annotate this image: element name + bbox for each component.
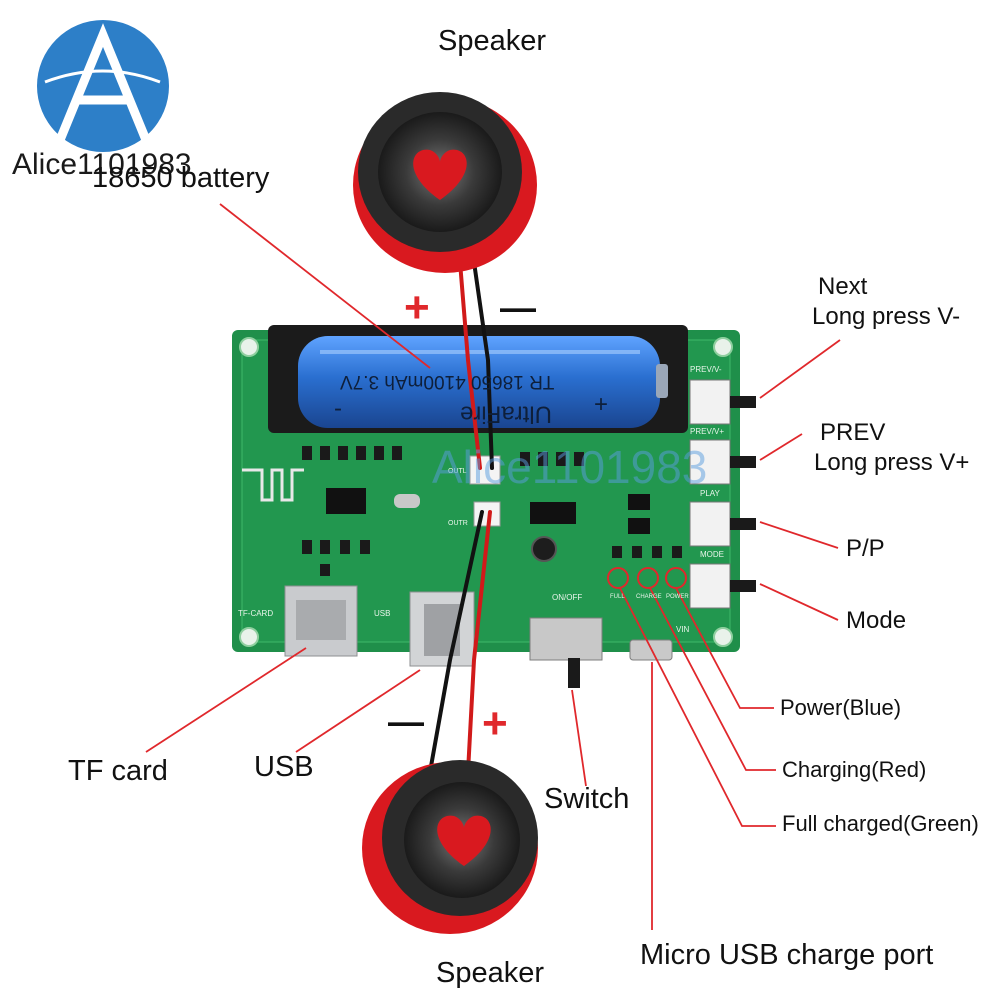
battery-cell <box>298 336 660 428</box>
silk-full: FULL <box>610 594 625 600</box>
label-speaker-top: Speaker <box>438 25 547 57</box>
silk-tf-card: TF-CARD <box>238 609 274 618</box>
watermark-overlay: Alice1101983 <box>432 441 708 493</box>
callout-tf-card <box>145 647 307 753</box>
tact-buttons <box>689 379 756 609</box>
label-full-charged: Full charged(Green) <box>782 811 979 836</box>
bt-antenna <box>242 468 304 502</box>
smd-components <box>302 446 682 576</box>
callout-battery <box>219 203 431 369</box>
label-prev-line1: PREV <box>820 419 886 446</box>
silk-outr: OUTR <box>448 520 468 527</box>
label-prev-line2: Long press V+ <box>814 449 970 476</box>
mounting-holes <box>239 337 733 647</box>
silk-prev-v-plus: PREV/V+ <box>690 427 725 436</box>
switch-lever <box>568 658 580 688</box>
crystal <box>394 494 420 508</box>
heart-icon <box>413 149 467 200</box>
silk-power: POWER <box>666 594 689 600</box>
battery-print-1: TR 18650 4100mAh 3.7V <box>340 370 555 392</box>
slide-switch <box>529 617 603 661</box>
wire-top-black <box>472 260 494 470</box>
logo-letter-a <box>55 23 151 145</box>
charge-chip <box>628 518 650 534</box>
button-mode-plunger <box>730 580 756 592</box>
silk-charge: CHARGE <box>636 594 662 600</box>
charge-chip <box>628 494 650 510</box>
speaker-wires <box>428 260 494 774</box>
button-prev-plunger <box>730 456 756 468</box>
callout-next <box>759 339 841 399</box>
silk-usb: USB <box>374 609 391 618</box>
callout-full <box>619 587 776 827</box>
heart-icon <box>437 815 491 866</box>
callout-lines <box>145 203 841 930</box>
speaker-bottom <box>362 760 538 934</box>
battery-print-2: UltraFire <box>460 400 553 428</box>
label-mode: Mode <box>846 607 907 634</box>
callout-usb <box>295 669 421 753</box>
polarity-bottom-minus: — <box>388 701 424 742</box>
callout-charging <box>649 587 776 771</box>
silk-prev-v-minus: PREV/V- <box>690 365 722 374</box>
label-power: Power(Blue) <box>780 695 902 720</box>
label-switch: Switch <box>544 783 630 815</box>
silk-play: PLAY <box>700 489 720 498</box>
polarity-top-plus: + <box>404 283 430 332</box>
callout-mode <box>759 583 839 621</box>
button-prev <box>689 439 731 485</box>
logo-swoosh <box>44 69 161 84</box>
label-battery: 18650 battery <box>92 162 270 194</box>
label-pp: P/P <box>846 535 885 562</box>
ic-chip <box>326 488 366 514</box>
tf-card-slot-inner <box>296 600 346 640</box>
wire-top-red <box>458 260 482 470</box>
silk-mode: MODE <box>700 550 724 559</box>
watermark-brand: Alice1101983 <box>12 148 192 181</box>
button-play <box>689 501 731 547</box>
battery-cap <box>656 364 668 398</box>
mounting-hole <box>239 627 259 647</box>
polarity-top-minus: — <box>500 287 536 328</box>
capacitor <box>531 536 557 562</box>
label-usb: USB <box>254 751 314 783</box>
callout-pp <box>759 521 839 549</box>
wire-bottom-red <box>466 510 492 774</box>
brand-logo <box>37 20 169 152</box>
button-next <box>689 379 731 425</box>
label-next-line1: Next <box>818 273 868 300</box>
callout-power <box>675 587 774 709</box>
label-charging: Charging(Red) <box>782 757 927 782</box>
label-speaker-bottom: Speaker <box>436 957 545 989</box>
pcb-board <box>232 325 756 688</box>
speaker-connector-top <box>469 455 501 485</box>
wire-bottom-black <box>428 510 484 774</box>
battery-plus: + <box>594 391 609 418</box>
mounting-hole <box>713 627 733 647</box>
silk-vin: VIN <box>676 625 690 634</box>
led-full <box>607 567 629 589</box>
button-next-plunger <box>730 396 756 408</box>
mounting-hole <box>239 337 259 357</box>
polarity-bottom-plus: + <box>482 699 508 748</box>
mounting-hole <box>713 337 733 357</box>
callout-switch <box>571 689 587 787</box>
silk-on-off: ON/OFF <box>552 593 583 602</box>
label-micro-usb: Micro USB charge port <box>640 939 934 971</box>
silk-outl: OUTL <box>448 468 467 475</box>
label-next-line2: Long press V- <box>812 303 961 330</box>
amp-chip <box>530 502 576 524</box>
speaker-top <box>353 92 537 273</box>
battery-minus: - <box>334 395 342 422</box>
led-charge <box>637 567 659 589</box>
label-tf-card: TF card <box>68 755 168 787</box>
callout-prev <box>759 433 803 461</box>
button-mode <box>689 563 731 609</box>
button-play-plunger <box>730 518 756 530</box>
